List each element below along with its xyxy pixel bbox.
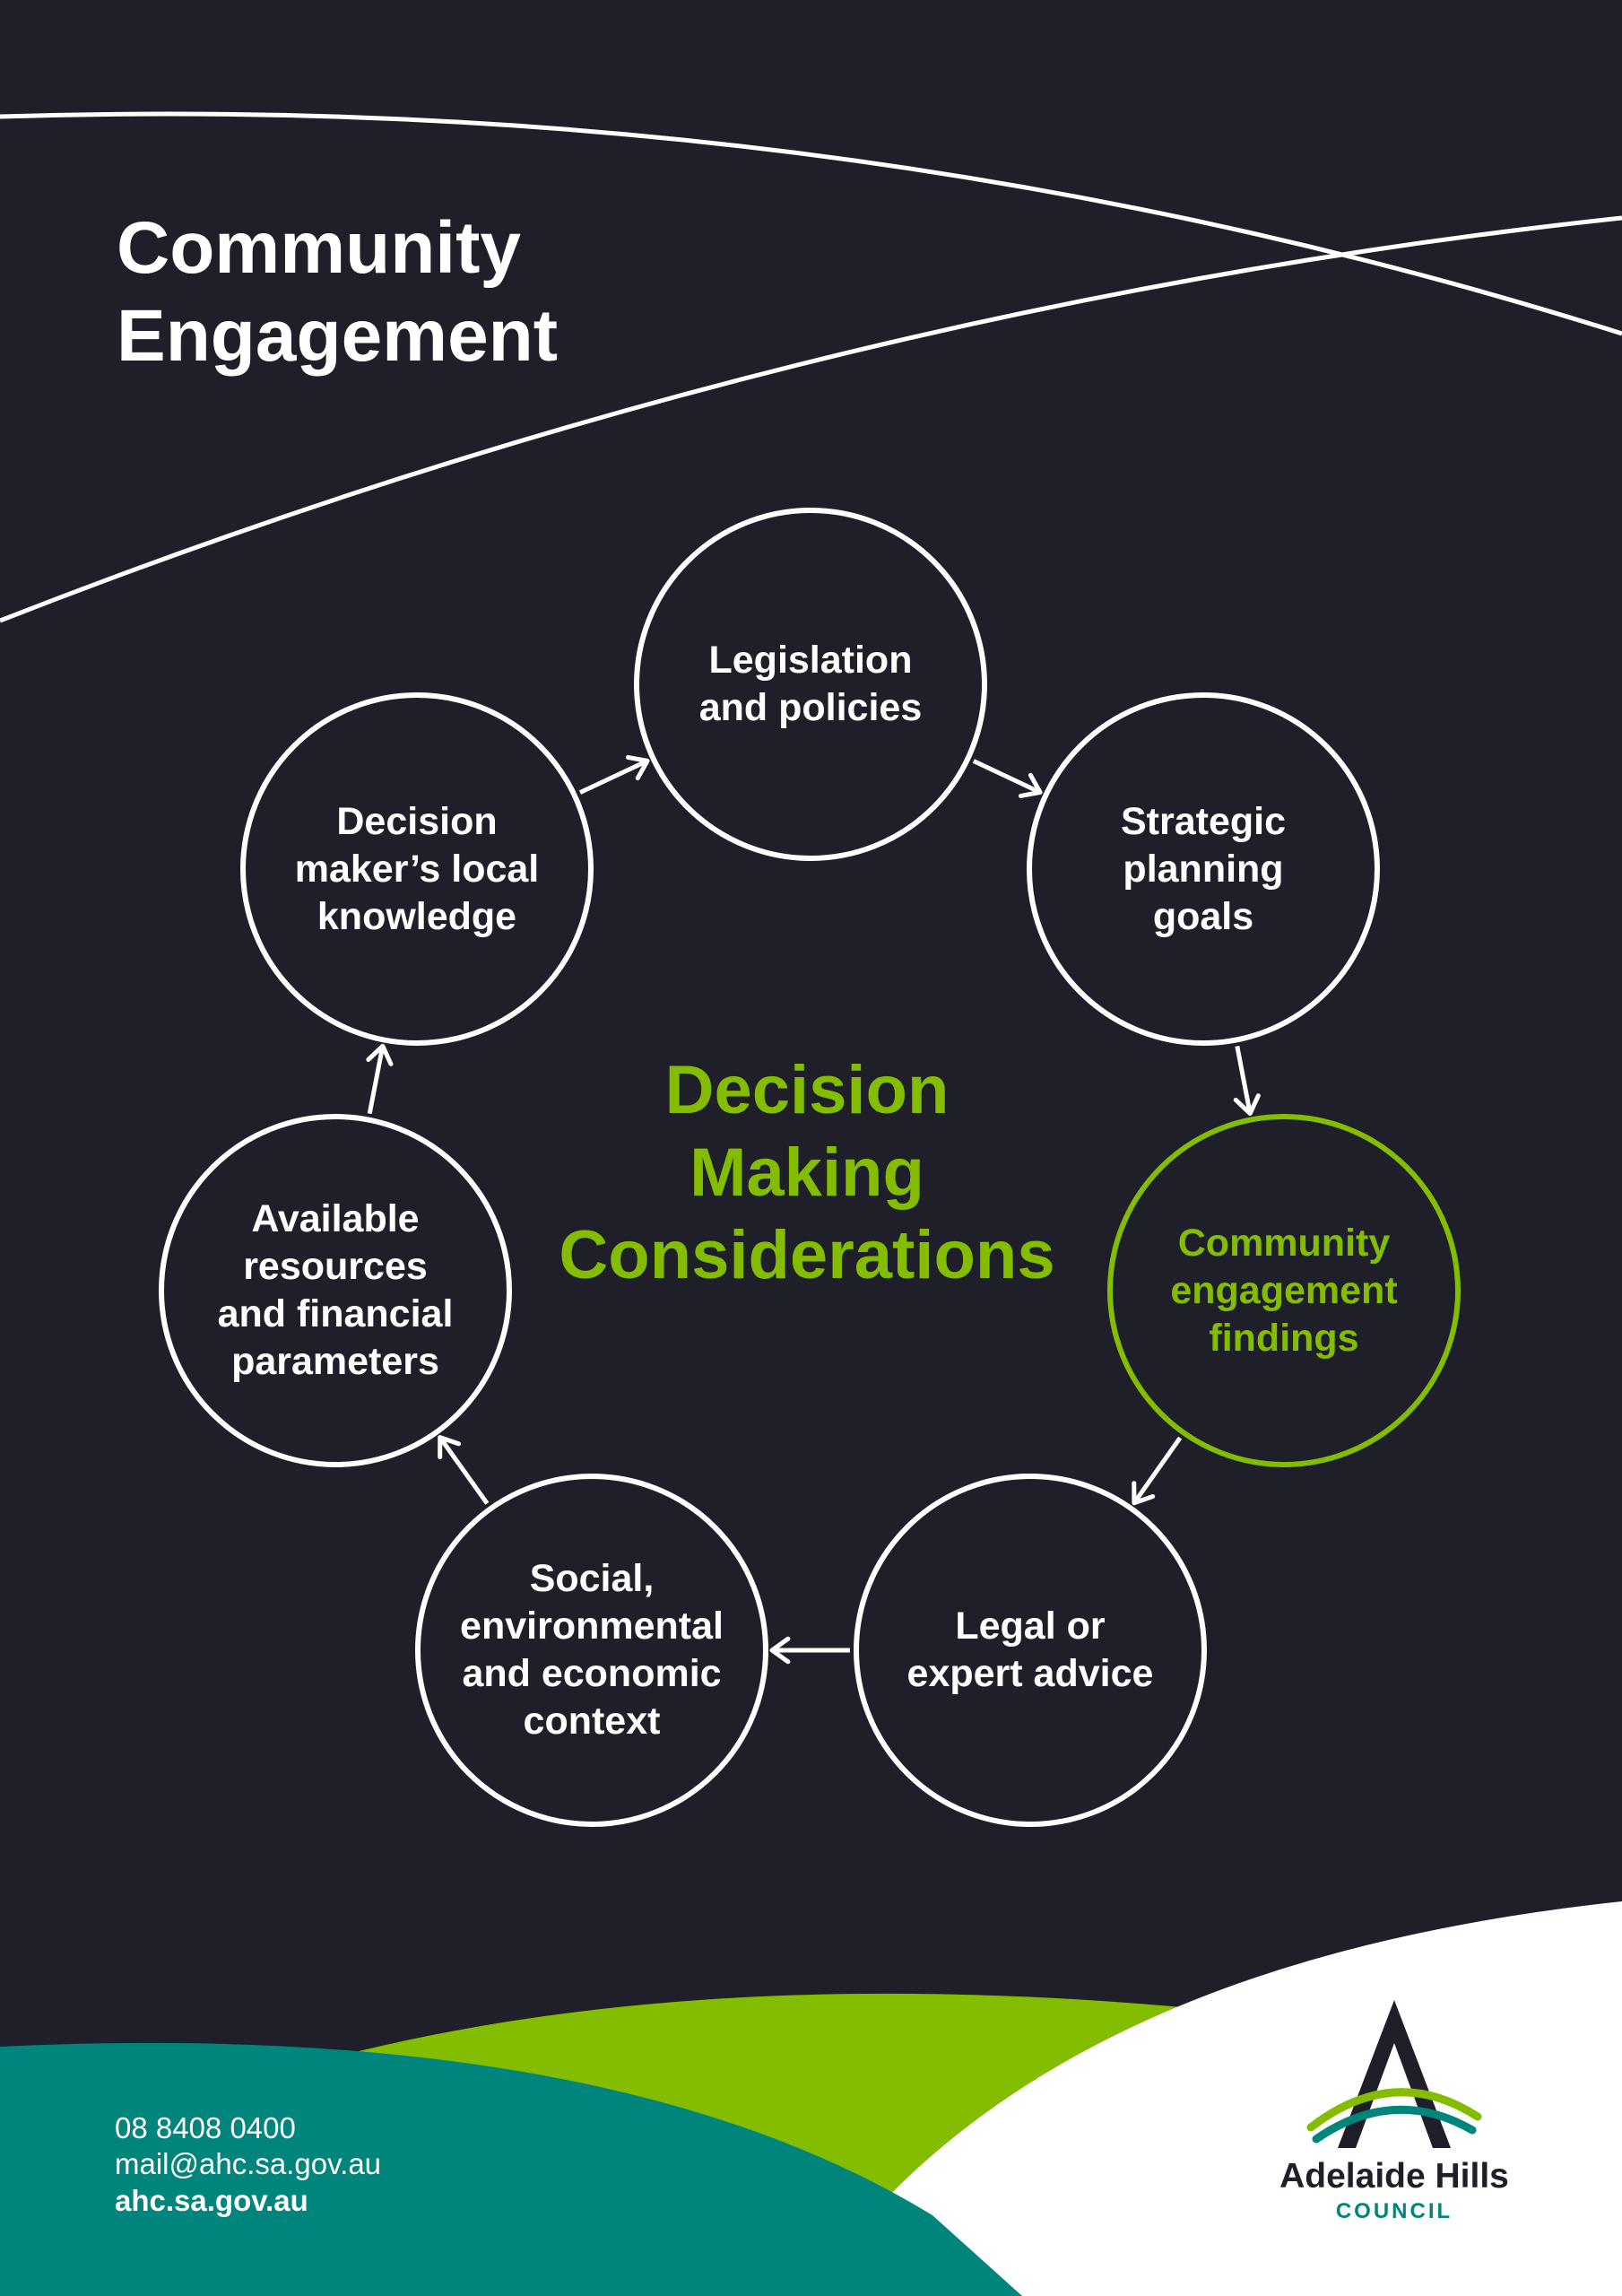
center-title-line: Decision [664,1052,950,1128]
diagram-center-title: Decision Making Considerations [502,1049,1112,1297]
node-label: Legal or expert advice [906,1605,1154,1695]
flow-arrowhead-legal-to-social [769,1636,791,1665]
node-label: Legislation and policies [698,639,923,729]
page-title: Community Engagement [117,204,558,380]
footer-phone: 08 8408 0400 [115,2111,296,2144]
node-decision-makers-local-knowledge: Decision maker’s local knowledge [240,692,594,1046]
flow-arrowhead-decision-maker-to-legislation [625,754,650,781]
flow-arrowhead-strategic-to-community [1233,1093,1261,1117]
decorative-curve-line [0,111,1622,336]
adelaide-hills-logo-mark [1306,2000,1482,2148]
flow-arrowhead-community-to-legal [1132,1481,1156,1506]
flow-arrows [366,754,1261,1665]
logo-subtitle: COUNCIL [1335,2199,1453,2223]
flow-arrow-legislation-to-strategic [972,759,1042,795]
node-label: Decision maker’s local knowledge [294,799,540,938]
decorative-curve-line [0,215,1622,623]
center-title-line: Considerations [559,1217,1055,1293]
teal-wave [0,2042,1022,2296]
node-label: Available resources and financial parame… [217,1197,454,1383]
flow-arrowhead-social-to-resources [438,1435,462,1460]
white-wave [807,1901,1622,2296]
flow-arrowhead-legislation-to-strategic [1018,772,1043,798]
footer-website[interactable]: ahc.sa.gov.au [115,2184,308,2217]
node-legislation-and-policies: Legislation and policies [634,508,987,861]
logo-name: Adelaide Hills [1279,2157,1509,2196]
flow-arrow-strategic-to-community [1235,1045,1253,1115]
page-title-line: Engagement [117,295,559,377]
flow-arrowhead-resources-to-decision-maker [366,1043,394,1066]
node-legal-or-expert-advice: Legal or expert advice [854,1474,1207,1827]
node-label: Strategic planning goals [1120,799,1286,938]
flow-arrow-community-to-legal [1132,1436,1183,1505]
node-community-engagement-findings: Community engagement findings [1107,1114,1461,1467]
node-available-resources-financial-parameters: Available resources and financial parame… [159,1114,512,1467]
node-social-environmental-economic-context: Social, environmental and economic conte… [415,1474,768,1827]
flow-arrow-decision-maker-to-legislation [578,759,649,795]
center-title-line: Making [690,1135,924,1211]
flow-arrow-social-to-resources [438,1436,490,1505]
flow-arrow-resources-to-decision-maker [367,1045,386,1115]
node-label: Social, environmental and economic conte… [460,1557,724,1743]
page-title-line: Community [117,207,521,289]
node-strategic-planning-goals: Strategic planning goals [1027,692,1380,1046]
footer-email[interactable]: mail@ahc.sa.gov.au [115,2147,382,2180]
node-label: Community engagement findings [1170,1221,1398,1360]
